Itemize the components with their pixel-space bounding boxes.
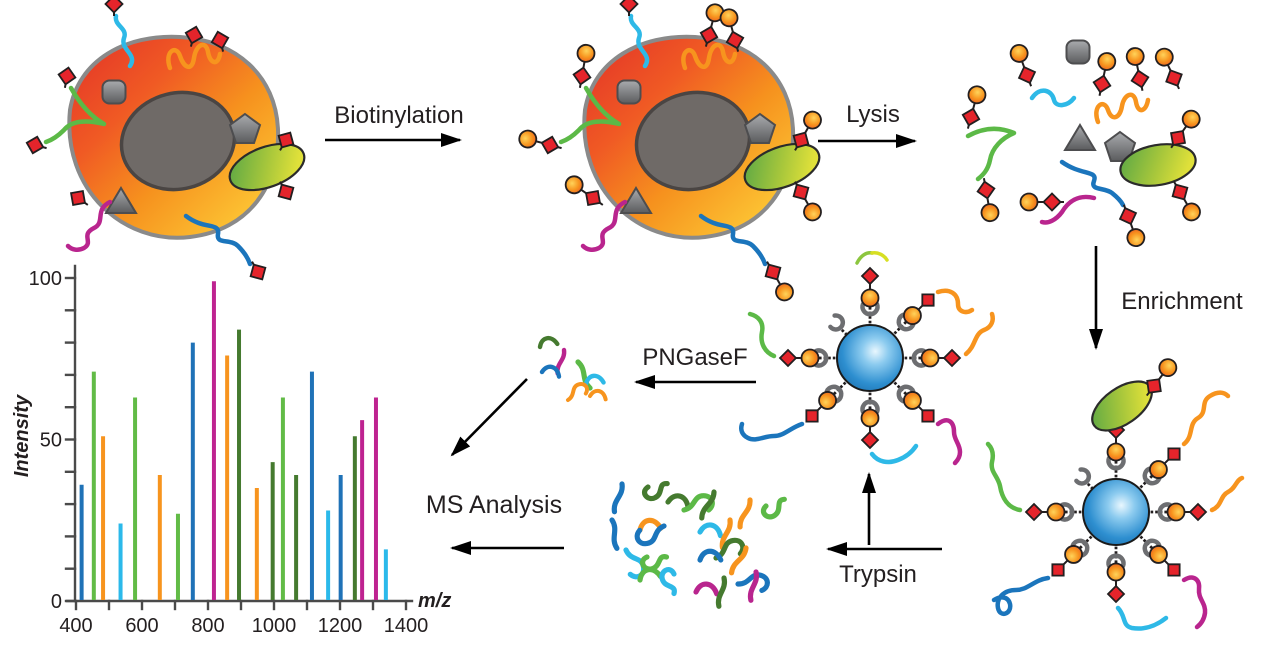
ms-analysis-label: MS Analysis (426, 491, 562, 519)
bead-with-glycoproteins (985, 356, 1245, 631)
trypsin-label: Trypsin (839, 561, 917, 588)
bead-with-glycopeptides (739, 251, 995, 466)
biotinylation-label: Biotinylation (334, 102, 463, 129)
x-tick-label: 1000 (252, 615, 297, 637)
deglycosylated-peptides (539, 337, 610, 402)
y-axis-title: Intensity (11, 394, 33, 477)
x-tick-label: 800 (191, 615, 224, 637)
y-tick-label: 50 (40, 430, 62, 452)
streptavidin-bead-icon (836, 324, 904, 392)
enrichment-label: Enrichment (1121, 288, 1243, 315)
x-tick-label: 600 (125, 615, 158, 637)
pngasef-label: PNGaseF (642, 344, 747, 371)
tryptic-peptide-mixture (609, 483, 789, 606)
y-tick-label: 100 (29, 268, 62, 290)
streptavidin-bead-icon (1082, 478, 1150, 546)
x-tick-label: 1400 (384, 615, 429, 637)
cell-before-biotinylation (23, 0, 311, 285)
x-axis-title: m/z (418, 590, 451, 612)
x-tick-label: 400 (59, 615, 92, 637)
x-tick-label: 1200 (318, 615, 363, 637)
y-tick-label: 0 (51, 591, 62, 613)
to-ms-analysis-arrow (450, 378, 528, 457)
lysis-label: Lysis (846, 101, 900, 128)
cell-lysate (960, 39, 1203, 249)
mass-spectrum-chart: 0 50 100 400 600 800 1000 1200 1400 Intensity m/… (11, 264, 451, 637)
cell-after-biotinylation (517, 0, 825, 304)
